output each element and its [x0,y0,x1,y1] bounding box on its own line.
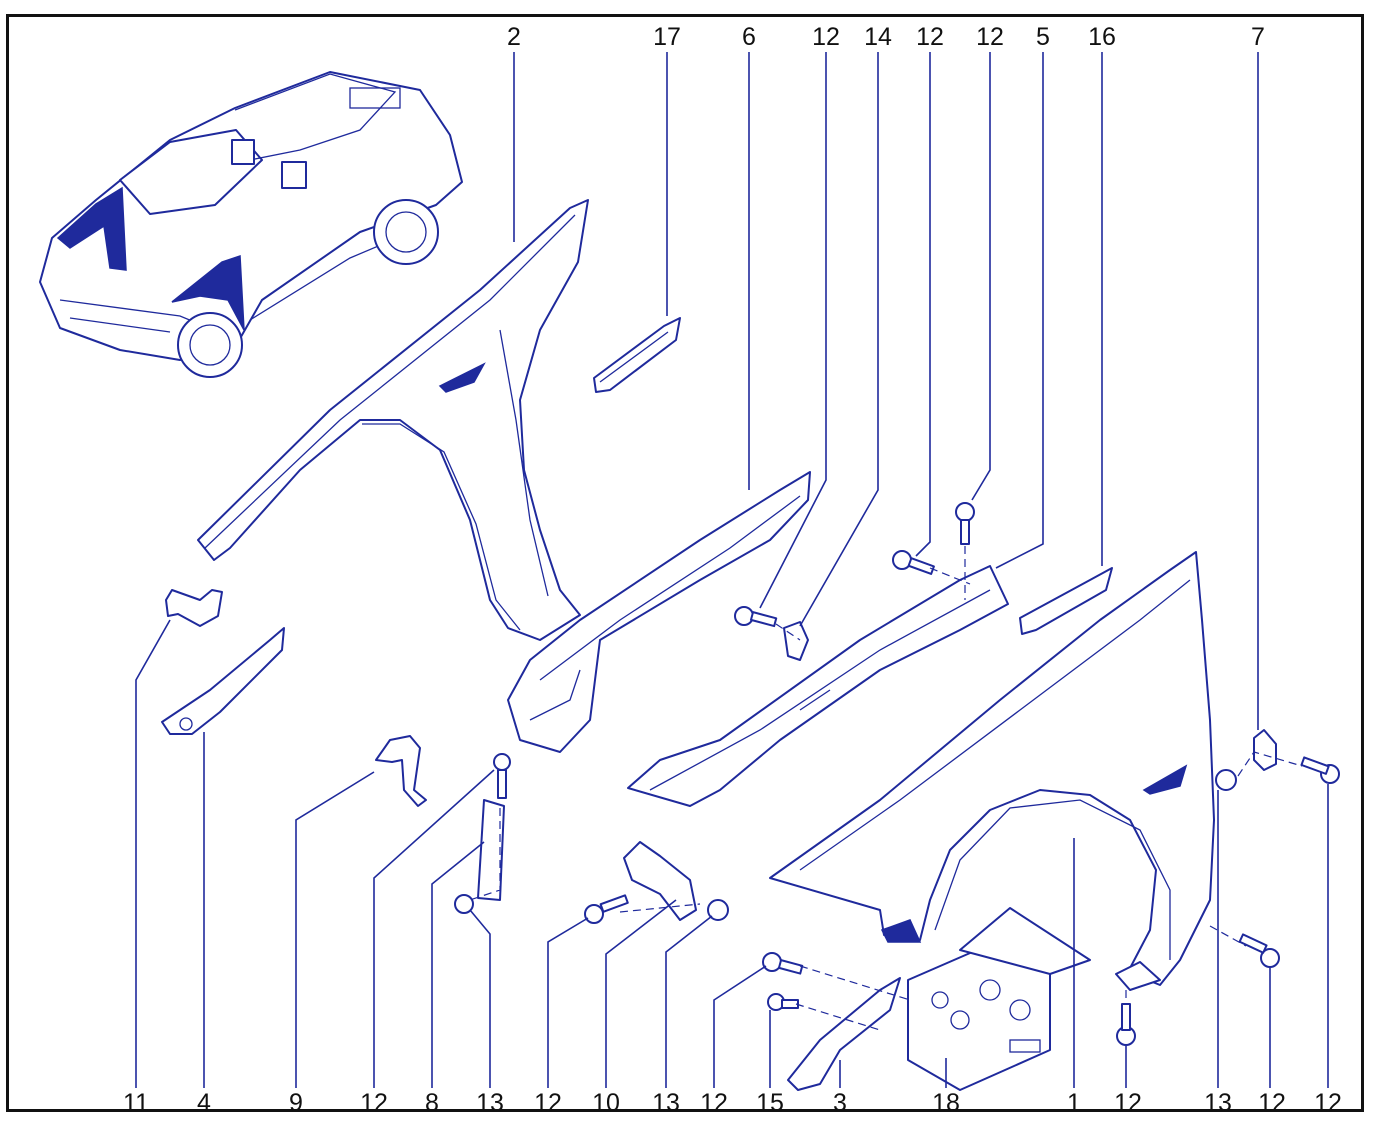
callout-label: 12 [1314,1089,1342,1117]
nut-13-c [1215,769,1237,791]
callout-label: 8 [425,1089,439,1117]
bolt-15 [767,993,799,1011]
callout-label: 12 [916,23,944,51]
callout-label: 1 [1067,1089,1081,1117]
part-7-bracket [1253,729,1277,771]
part-8-strut [477,799,505,901]
callout-label: 2 [507,23,521,51]
bolt-12-g [1300,756,1340,784]
part-5-lower-rail [627,565,1009,807]
part-4-support [161,627,285,735]
callout-label: 11 [123,1089,149,1117]
callout-label: 12 [1258,1089,1286,1117]
part-3-closing-panel [787,977,901,1091]
nut-13-b [707,899,729,921]
callout-label: 18 [932,1089,960,1117]
part-16-seal [1019,567,1113,635]
part-9-clip [375,735,427,807]
callout-label: 6 [742,23,756,51]
callout-label: 10 [592,1089,620,1117]
part-11-bracket [165,589,223,627]
nut-13-a [454,894,474,914]
callout-label: 13 [1204,1089,1232,1117]
bolt-12-b [584,894,629,924]
bolt-12-e [955,502,975,545]
callout-label: 7 [1251,23,1265,51]
car-illustration [39,71,463,378]
part-10-bracket [623,841,697,921]
assembly-lines [469,546,1303,1031]
callout-label: 9 [289,1089,303,1117]
callout-label: 12 [534,1089,562,1117]
bolt-12-h [1238,933,1280,968]
bracket-12-small [1115,961,1161,991]
bolt-12-a [493,753,511,799]
callout-label: 13 [652,1089,680,1117]
callout-label: 12 [700,1089,728,1117]
bolt-12-i [1116,1003,1136,1046]
callout-label: 5 [1036,23,1050,51]
callout-label: 12 [1114,1089,1142,1117]
callout-label: 17 [653,23,681,51]
callout-label: 12 [360,1089,388,1117]
part-6-side-rail [507,471,811,753]
callout-label: 16 [1088,23,1116,51]
callout-label: 12 [976,23,1004,51]
callout-labels-top: 2 17 6 12 14 12 12 5 16 7 [507,23,1265,51]
part-18-fastener-kit [907,907,1091,1091]
part-2-front-wing-inner [197,199,589,641]
bolt-12-c [734,606,778,628]
callout-label: 4 [197,1089,211,1117]
bolt-12-d [892,550,935,575]
callout-labels-bottom: 11 4 9 12 8 13 12 10 13 12 15 3 18 1 12 … [123,1089,1342,1117]
leader-lines [135,52,1329,1088]
callout-label: 12 [812,23,840,51]
callout-label: 15 [756,1089,784,1117]
callout-label: 13 [476,1089,504,1117]
part-1-front-wing [769,551,1215,986]
part-14-clip [783,621,809,661]
callout-label: 3 [833,1089,847,1117]
bolt-12-f [762,952,804,975]
fasteners [454,502,1340,1046]
callout-label: 14 [864,23,892,51]
part-17-bracket [593,317,681,393]
